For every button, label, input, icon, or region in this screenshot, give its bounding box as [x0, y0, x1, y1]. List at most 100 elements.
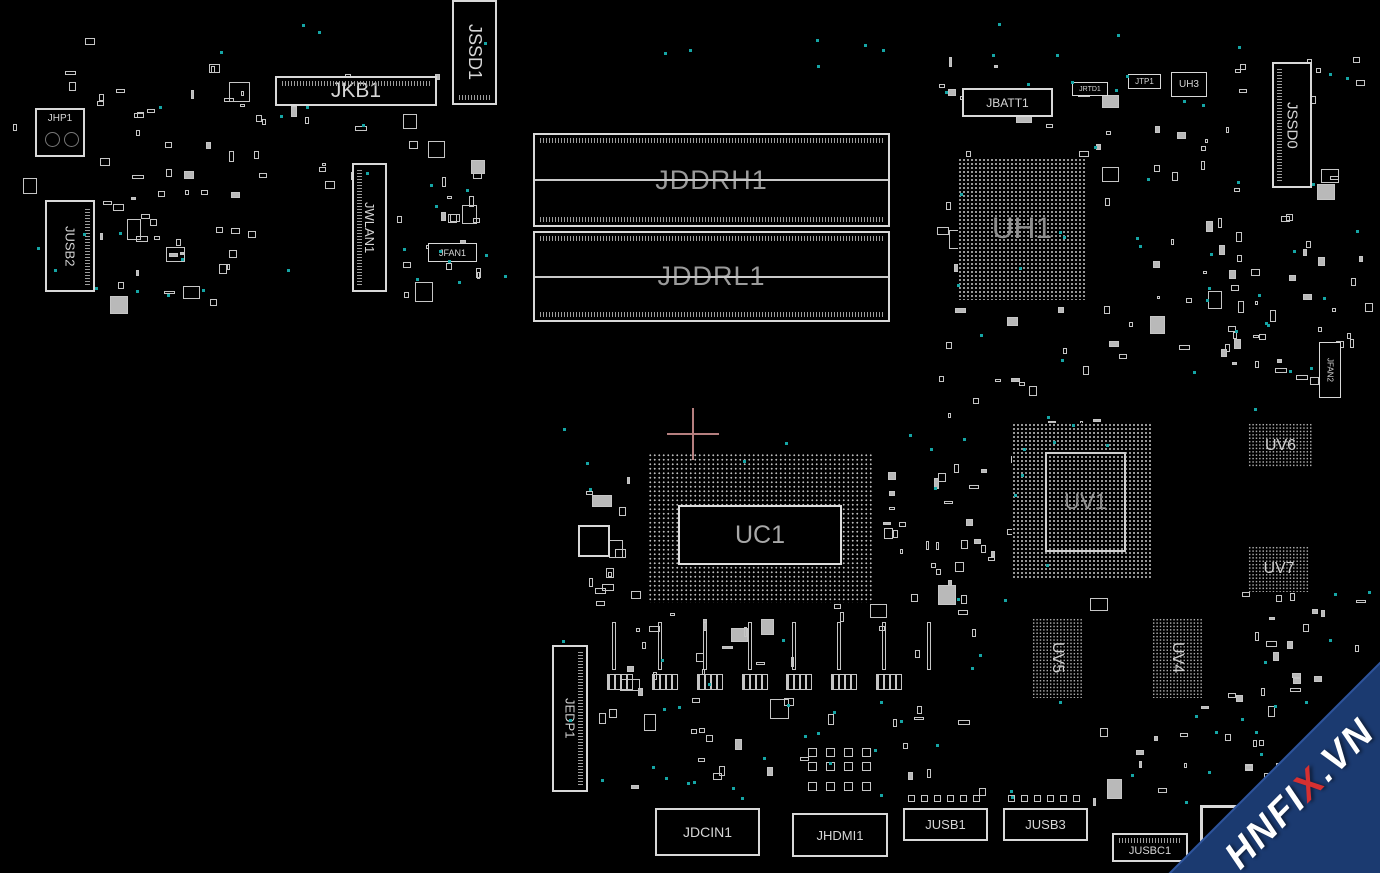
jddrh1-pads-bottom	[540, 217, 883, 222]
smd-part	[1079, 151, 1089, 157]
test-point	[900, 720, 903, 723]
smd-part	[592, 495, 612, 507]
test-point	[971, 667, 974, 670]
smd-part	[473, 218, 480, 223]
chip-uv6-label: UV6	[1264, 436, 1297, 454]
smd-part	[615, 549, 626, 558]
connector-jrtd1: JRTD1	[1072, 82, 1108, 96]
test-point	[763, 757, 766, 760]
smd-cap	[844, 748, 853, 757]
test-point	[663, 708, 666, 711]
smd-part	[147, 109, 155, 113]
test-point	[569, 719, 572, 722]
test-point	[817, 732, 820, 735]
smd-part	[1139, 761, 1142, 768]
connector-jdcin1-label: JDCIN1	[682, 824, 732, 840]
smd-part	[1102, 167, 1119, 182]
smd-part	[1109, 341, 1119, 347]
smd-part	[731, 628, 748, 642]
smd-part	[1306, 241, 1311, 248]
test-point	[1071, 81, 1074, 84]
smd-part	[586, 491, 593, 495]
test-point	[306, 106, 309, 109]
smd-part	[69, 82, 76, 91]
smd-part	[627, 477, 630, 484]
connector-jbatt1-label: JBATT1	[986, 95, 1029, 110]
smd-part	[1273, 652, 1279, 661]
smd-pad	[1060, 795, 1067, 802]
smd-part	[893, 719, 897, 727]
smd-part	[229, 151, 234, 162]
smd-part	[1236, 695, 1243, 702]
smd-part	[596, 601, 605, 606]
smd-part	[305, 117, 309, 124]
smd-cap	[808, 748, 817, 757]
test-point	[874, 749, 877, 752]
smd-part	[1058, 307, 1064, 313]
connector-jfan2: JFAN2	[1319, 342, 1341, 398]
connector-jssd1: JSSD1	[452, 0, 497, 105]
smd-part	[722, 646, 733, 649]
smd-part	[631, 591, 641, 599]
smd-part	[219, 264, 227, 274]
smd-part	[1154, 165, 1160, 172]
test-point	[1106, 444, 1109, 447]
test-point	[992, 54, 995, 57]
smd-part	[136, 236, 148, 242]
smd-part	[908, 772, 913, 780]
connector-jhp1-label: JHP1	[47, 113, 73, 124]
chip-uh3: UH3	[1171, 72, 1207, 97]
test-point	[1139, 245, 1142, 248]
smd-part	[1136, 750, 1144, 755]
smd-part	[1266, 641, 1277, 647]
smd-part	[670, 613, 675, 616]
smd-part	[995, 379, 1001, 382]
test-point	[202, 289, 205, 292]
test-point	[1056, 54, 1059, 57]
test-point	[741, 797, 744, 800]
smd-part	[1237, 255, 1242, 262]
smd-part	[981, 469, 987, 473]
test-point	[957, 598, 960, 601]
smd-part	[1129, 322, 1133, 327]
jssd0-pads	[1277, 69, 1282, 181]
smd-cap	[808, 782, 817, 791]
test-point	[1072, 424, 1075, 427]
test-point	[287, 269, 290, 272]
test-point	[980, 334, 983, 337]
smd-part	[1029, 386, 1037, 396]
test-point	[1206, 299, 1209, 302]
pin-header	[607, 674, 633, 690]
smd-part	[1290, 593, 1295, 601]
test-point	[430, 184, 433, 187]
chip-uc1-label: UC1	[734, 520, 785, 549]
smd-part	[936, 569, 941, 575]
test-point	[1334, 593, 1337, 596]
smd-part	[1231, 285, 1239, 291]
test-point	[1289, 370, 1292, 373]
smd-part	[1154, 736, 1158, 741]
smd-part	[1245, 764, 1253, 771]
smd-part	[1180, 733, 1188, 737]
smd-part	[1269, 617, 1275, 620]
smd-part	[1234, 188, 1240, 192]
test-point	[689, 49, 692, 52]
chip-uv6: UV6	[1248, 423, 1313, 468]
smd-part	[166, 169, 172, 177]
connector-jssd1-label: JSSD1	[465, 24, 485, 81]
test-point	[864, 44, 867, 47]
smd-part	[800, 757, 809, 761]
test-point	[1310, 367, 1313, 370]
jusbc1-pads	[1119, 838, 1181, 843]
smd-part	[939, 84, 945, 88]
test-point	[220, 51, 223, 54]
smd-part	[259, 173, 267, 178]
smd-part	[1093, 419, 1101, 422]
smd-part	[1179, 345, 1190, 350]
smd-part	[231, 228, 240, 234]
smd-part	[1046, 124, 1053, 128]
smd-part	[900, 549, 903, 554]
test-point	[1258, 294, 1261, 297]
test-point	[1293, 250, 1296, 253]
smd-part	[127, 219, 141, 240]
